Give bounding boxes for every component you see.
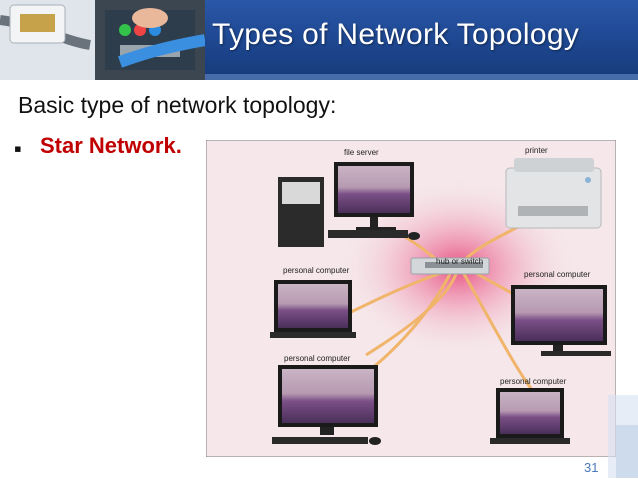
label-pc-left-bottom: personal computer: [284, 354, 351, 363]
printer: [505, 158, 602, 229]
network-cable-photo: [0, 0, 205, 80]
file-server: [278, 162, 420, 247]
label-pc-right-bottom: personal computer: [500, 377, 567, 386]
title-underline: [205, 74, 638, 80]
slide-header: Types of Network Topology: [0, 0, 638, 80]
corner-decoration: [608, 395, 638, 478]
slide-subtitle: Basic type of network topology:: [18, 92, 337, 118]
star-network-diagram: file server printer hub or switch person…: [205, 139, 617, 458]
pc-left-bottom: [272, 365, 381, 445]
bullet-star-network: Star Network.: [40, 133, 182, 158]
label-pc-left-top: personal computer: [283, 266, 350, 275]
pc-left-top: [270, 280, 356, 338]
slide-title: Types of Network Topology: [212, 18, 580, 51]
label-file-server: file server: [344, 148, 379, 157]
label-pc-right-top: personal computer: [524, 270, 591, 279]
pc-right-bottom: [490, 388, 570, 444]
hub-switch: [410, 257, 490, 275]
pc-right-top: [511, 285, 611, 356]
title-bar: [205, 0, 638, 80]
page-number: 31: [584, 460, 599, 475]
label-printer: printer: [525, 146, 548, 155]
label-hub: hub or switch: [436, 257, 483, 266]
bullet-square-icon: ▪: [14, 136, 22, 161]
